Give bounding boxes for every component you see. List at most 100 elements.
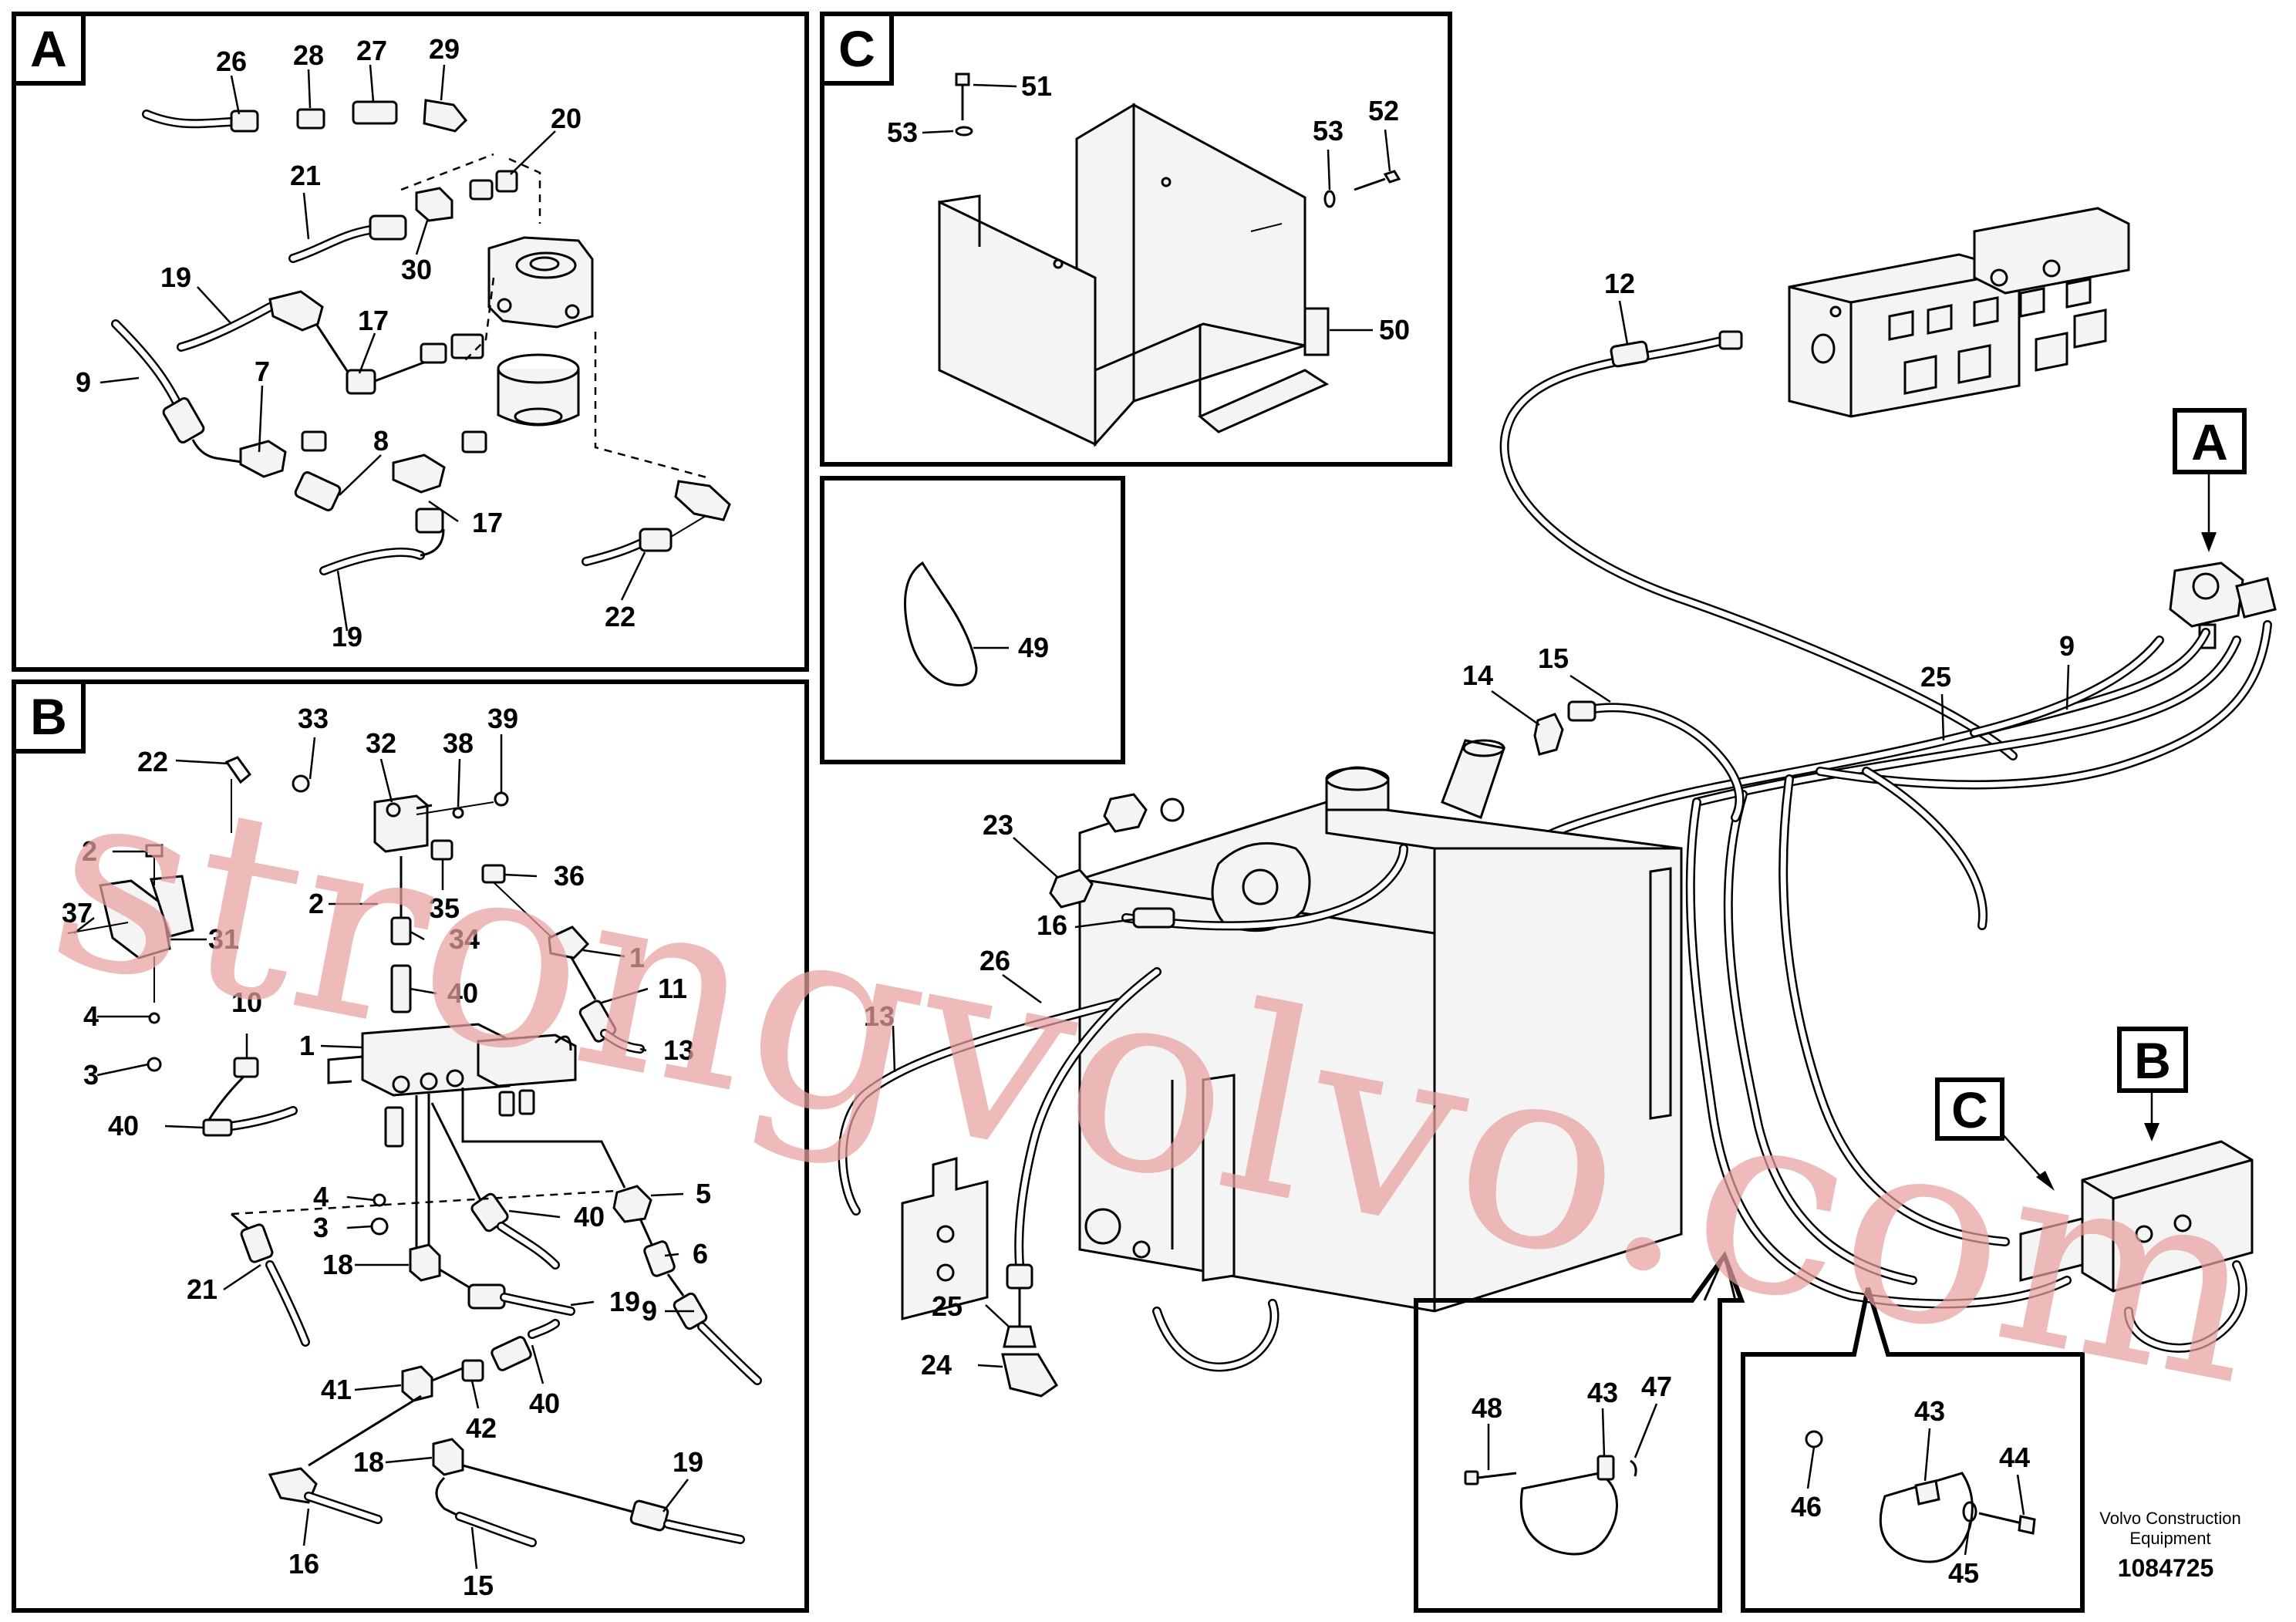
panel-c: C 51 53 53 52 50 — [820, 12, 1452, 467]
callout: 3 — [83, 1059, 99, 1091]
callout: 48 — [1472, 1392, 1502, 1424]
document-number: 1084725 — [2118, 1554, 2214, 1582]
panel-a-leaders — [99, 64, 646, 632]
callout: 37 — [62, 897, 93, 929]
callout: 13 — [864, 1000, 895, 1032]
main-callouts: 12 9 25 14 15 23 16 26 13 25 24 — [864, 268, 2075, 1381]
callout: 31 — [208, 923, 239, 955]
callout: 29 — [429, 33, 460, 65]
marker-c: C — [1935, 1077, 2055, 1191]
callout: 43 — [1587, 1377, 1618, 1408]
callout: 17 — [472, 507, 503, 538]
callout: 19 — [609, 1286, 640, 1317]
callout: 42 — [466, 1412, 497, 1444]
callout: 43 — [1914, 1395, 1945, 1427]
callout: 9 — [2059, 630, 2075, 662]
callout: 13 — [663, 1034, 694, 1066]
main-leaders — [892, 300, 2070, 1368]
callout: 17 — [358, 305, 389, 336]
main-assembly: 12 9 25 14 15 23 16 26 13 25 24 — [838, 207, 2277, 1398]
callout: 49 — [1018, 632, 1049, 663]
callout: 36 — [554, 860, 585, 892]
callout: 32 — [366, 727, 396, 759]
callout: 22 — [137, 746, 168, 777]
marker-b: B — [2117, 1027, 2188, 1141]
callout: 7 — [255, 356, 270, 387]
callout: 34 — [449, 923, 480, 955]
callout: 12 — [1604, 268, 1635, 299]
callout: 38 — [443, 727, 474, 759]
callout: 40 — [108, 1110, 139, 1141]
callout: 40 — [574, 1201, 605, 1233]
marker-b-label: B — [2134, 1032, 2171, 1089]
callout: 30 — [401, 254, 432, 285]
marker-c-label: C — [1951, 1081, 1988, 1138]
callout: 44 — [1999, 1442, 2030, 1473]
panel-c-callouts: 51 53 53 52 50 — [887, 70, 1410, 346]
callout: 3 — [313, 1212, 329, 1243]
callout: 40 — [447, 977, 478, 1009]
callout: 15 — [463, 1570, 494, 1601]
panel-c-label: C — [838, 20, 875, 77]
callout: 26 — [216, 46, 247, 77]
panel-b-callouts: 33 32 38 39 22 2 35 36 2 37 31 34 1 11 4… — [62, 703, 711, 1601]
callout: 16 — [288, 1548, 319, 1580]
callout: 8 — [373, 425, 389, 457]
callout: 21 — [290, 160, 321, 191]
callout: 52 — [1368, 95, 1399, 126]
callout: 5 — [696, 1178, 711, 1209]
callout: 16 — [1037, 909, 1067, 941]
panel-b-leaders — [73, 734, 694, 1570]
callout: 15 — [1538, 642, 1569, 674]
panel-b: B — [12, 679, 809, 1613]
marker-a-label: A — [2191, 413, 2228, 470]
callout: 41 — [321, 1374, 352, 1405]
callout: 21 — [187, 1273, 217, 1305]
callout: 26 — [979, 945, 1010, 976]
panel-cable-tie: 49 — [820, 476, 1125, 764]
footer: Volvo Construction Equipment 1084725 — [2099, 1509, 2240, 1582]
callout: 6 — [693, 1238, 708, 1270]
callout: 19 — [332, 621, 362, 653]
callout: 53 — [1313, 115, 1344, 147]
callout: 11 — [658, 973, 687, 1004]
callout: 51 — [1021, 70, 1052, 102]
callout: 1 — [299, 1030, 315, 1061]
brand-line-2: Equipment — [2129, 1529, 2210, 1548]
callout: 27 — [356, 35, 387, 66]
callout: 18 — [322, 1249, 353, 1280]
callout: 45 — [1948, 1557, 1979, 1589]
callout: 24 — [921, 1349, 952, 1381]
callout: 47 — [1641, 1371, 1672, 1402]
callout: 19 — [160, 261, 191, 293]
callout: 25 — [932, 1290, 963, 1322]
callout: 9 — [642, 1295, 657, 1327]
callout: 18 — [353, 1446, 384, 1478]
callout: 33 — [298, 703, 329, 734]
callout: 39 — [487, 703, 518, 734]
callout: 53 — [887, 116, 918, 148]
callout: 4 — [313, 1181, 329, 1212]
callout: 2 — [308, 888, 324, 919]
callout: 4 — [83, 1000, 99, 1032]
brand-line-1: Volvo Construction — [2099, 1509, 2240, 1528]
callout: 28 — [293, 39, 324, 71]
panel-a-callouts: 26 28 27 29 20 21 30 19 17 9 7 8 17 19 2… — [76, 33, 636, 653]
callout: 46 — [1791, 1491, 1822, 1523]
callout: 2 — [82, 835, 97, 867]
callout: 22 — [605, 601, 636, 632]
panel-a-label: A — [30, 20, 67, 77]
callout: 50 — [1379, 314, 1410, 346]
marker-a: A — [2173, 408, 2247, 552]
callout: 14 — [1462, 659, 1493, 691]
callout: 25 — [1920, 661, 1951, 693]
callout: 1 — [629, 942, 645, 973]
callout: 9 — [76, 366, 91, 398]
callout: 10 — [231, 986, 262, 1018]
panel-b-label: B — [30, 688, 67, 745]
callout: 23 — [983, 809, 1013, 841]
detail-clamp-left: 48 43 47 — [1414, 1250, 1745, 1613]
callout: 19 — [673, 1446, 703, 1478]
callout: 35 — [429, 892, 460, 924]
